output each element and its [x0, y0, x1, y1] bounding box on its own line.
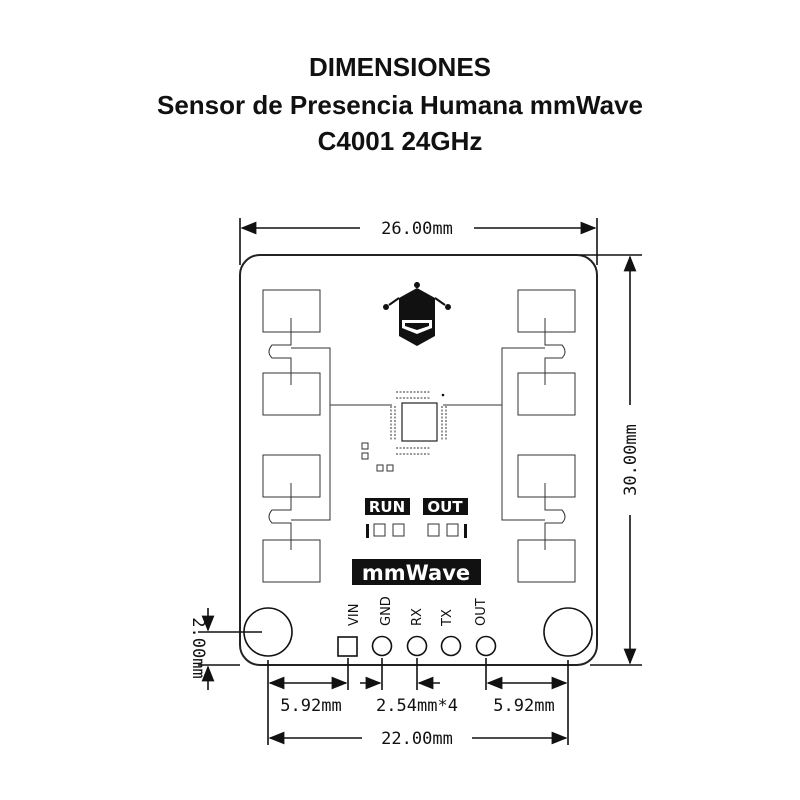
width-dimension-label: 26.00mm [381, 219, 453, 239]
mmwave-label-bg [352, 559, 481, 585]
title-line-1: DIMENSIONES [308, 52, 492, 82]
pin-tx-pad [440, 635, 462, 657]
pin-label-rx: RX [410, 608, 425, 626]
antenna-array-left [262, 289, 392, 583]
mounting-hole-right [543, 607, 593, 657]
mmwave-label: mmWave [362, 561, 470, 585]
pin-out-pad [475, 635, 497, 657]
hole-offset-label: 2.00mm [188, 617, 208, 678]
title-line-2: Sensor de Presencia Humana mmWave [156, 90, 643, 120]
pin-label-out: OUT [474, 598, 489, 626]
run-led-label: RUN [369, 498, 405, 516]
pin-gnd-pad [371, 635, 393, 657]
pin-label-gnd: GND [379, 596, 394, 626]
antenna-array-right [443, 289, 576, 583]
width-dimension [239, 218, 598, 265]
pin-label-vin: VIN [347, 604, 362, 626]
right-edge-label: 5.92mm [493, 696, 554, 716]
pin-rx-pad [406, 635, 428, 657]
pin-label-tx: TX [440, 609, 455, 627]
hole-offset-dimension [198, 608, 262, 690]
height-dimension [580, 254, 642, 666]
run-led-label-bg [365, 498, 410, 515]
hole-span-label: 22.00mm [381, 729, 453, 749]
pin-vin-pad [337, 636, 358, 657]
board-outline [239, 254, 598, 666]
height-dimension-label: 30.00mm [621, 424, 641, 496]
out-led-label-bg [423, 498, 468, 515]
left-edge-label: 5.92mm [280, 696, 341, 716]
pin-spacing-dimensions [267, 658, 569, 745]
radar-chip [361, 391, 447, 472]
out-led-label: OUT [427, 498, 463, 516]
title-line-3: C4001 24GHz [317, 126, 483, 156]
pin-pitch-label: 2.54mm*4 [376, 696, 458, 716]
robot-logo-icon [383, 282, 451, 346]
led-pads [366, 523, 467, 538]
